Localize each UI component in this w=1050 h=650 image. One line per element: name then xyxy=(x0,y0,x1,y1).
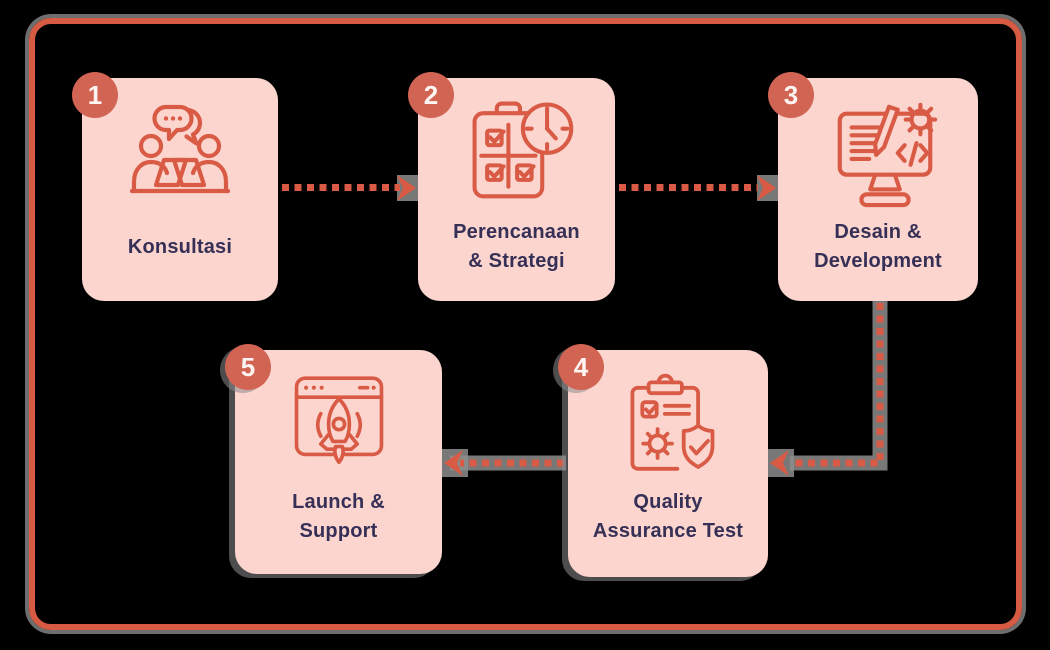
step-number-badge: 5 xyxy=(225,344,271,390)
step-label-line: Quality xyxy=(633,491,703,513)
qa-clipboard-gear-shield-icon xyxy=(630,373,715,471)
step-label-line: & Strategi xyxy=(468,250,565,272)
step-label-line: Desain & xyxy=(834,221,922,243)
planning-checklist-clock-icon xyxy=(472,101,574,199)
step-number: 4 xyxy=(573,351,589,382)
design-development-monitor-code-icon xyxy=(837,102,938,208)
step-number: 2 xyxy=(423,79,439,110)
step-number: 1 xyxy=(87,79,103,110)
step-number-badge: 2 xyxy=(408,72,454,118)
step-label-line: Konsultasi xyxy=(127,235,233,258)
step-label: Launch & Support xyxy=(241,488,436,546)
launch-rocket-browser-icon xyxy=(294,376,384,465)
consultation-people-chat-icon xyxy=(129,104,231,194)
step-label: Perencanaan & Strategi xyxy=(424,218,609,276)
step-label-line: Launch & xyxy=(292,491,385,513)
outer-frame-border xyxy=(29,18,1022,630)
step-card-desain-development: 3 Desain & Development xyxy=(768,72,978,301)
step-number-badge: 1 xyxy=(72,72,118,118)
step-card-launch-support: 5 Launch & Support xyxy=(225,344,442,574)
step-number-badge: 3 xyxy=(768,72,814,118)
step-card-konsultasi: 1 Konsultasi xyxy=(72,72,278,301)
step-label-line: Support xyxy=(299,520,378,542)
step-label-line: Perencanaan xyxy=(453,221,580,243)
step-number-badge: 4 xyxy=(558,344,604,390)
step-number: 5 xyxy=(240,351,256,382)
step-label: Quality Assurance Test xyxy=(574,488,762,546)
step-label-line: Development xyxy=(814,250,942,272)
step-label: Konsultasi xyxy=(88,218,272,276)
step-card-quality-assurance-test: 4 Quality Assurance Test xyxy=(558,344,768,577)
step-card-perencanaan-strategi: 2 Perencanaan & Strategi xyxy=(408,72,615,301)
step-label-line: Assurance Test xyxy=(592,520,744,542)
step-label: Desain & Development xyxy=(784,218,972,276)
step-number: 3 xyxy=(783,79,799,110)
